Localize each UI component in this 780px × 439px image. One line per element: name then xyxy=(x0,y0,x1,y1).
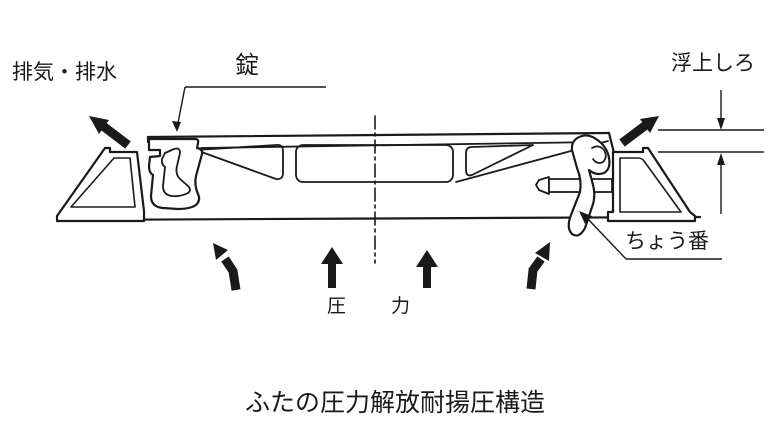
exhaust-drain-label: 排気・排水 xyxy=(12,60,117,84)
exhaust-arrow-right-head xyxy=(640,116,659,133)
base-line xyxy=(55,215,702,222)
hinge-label: ちょう番 xyxy=(625,229,709,253)
frame-right-inner-contour xyxy=(619,157,682,213)
hinge-leader-diagonal xyxy=(586,217,627,260)
pressure-arrow-outer-left-head xyxy=(213,243,228,260)
rib-opening-center xyxy=(295,144,454,183)
lock-leader-arrowhead xyxy=(172,121,181,132)
rib-opening-left xyxy=(195,143,284,181)
cover-right-edge xyxy=(607,131,616,155)
pressure-arrow-up-right xyxy=(416,250,438,288)
lock-leader-diagonal xyxy=(177,86,186,124)
hinge-inner-contour xyxy=(591,145,607,164)
frame-right xyxy=(606,146,697,223)
exhaust-arrow-right-shaft xyxy=(619,121,649,147)
frame-left xyxy=(55,146,146,223)
exhaust-arrow-left-head xyxy=(89,116,109,134)
exhaust-arrow-left-shaft xyxy=(100,122,131,149)
pressure-arrow-up-left xyxy=(321,247,343,288)
lock-label: 錠 xyxy=(235,51,259,79)
dimension-arrow-up-head xyxy=(717,153,725,165)
cover-top-surface xyxy=(146,131,611,139)
hinge-body xyxy=(567,134,611,237)
rib-opening-right xyxy=(465,144,534,177)
pressure-arrow-outer-left-shaft xyxy=(221,256,241,291)
pressure-arrow-outer-right-head xyxy=(535,242,550,261)
hinge-pin-head xyxy=(535,176,550,195)
diagram-caption: ふたの圧力解放耐揚圧構造 xyxy=(245,388,546,417)
pressure-label: 圧力 xyxy=(327,295,456,317)
pressure-arrow-outer-right-shaft xyxy=(526,256,545,290)
frame-left-inner-contour xyxy=(70,157,136,208)
lift-clearance-label: 浮上しろ xyxy=(671,51,755,75)
lock-inner-contour xyxy=(160,147,191,198)
dimension-arrow-down-head xyxy=(717,118,725,130)
hinge-leader-arrowhead xyxy=(579,211,592,224)
